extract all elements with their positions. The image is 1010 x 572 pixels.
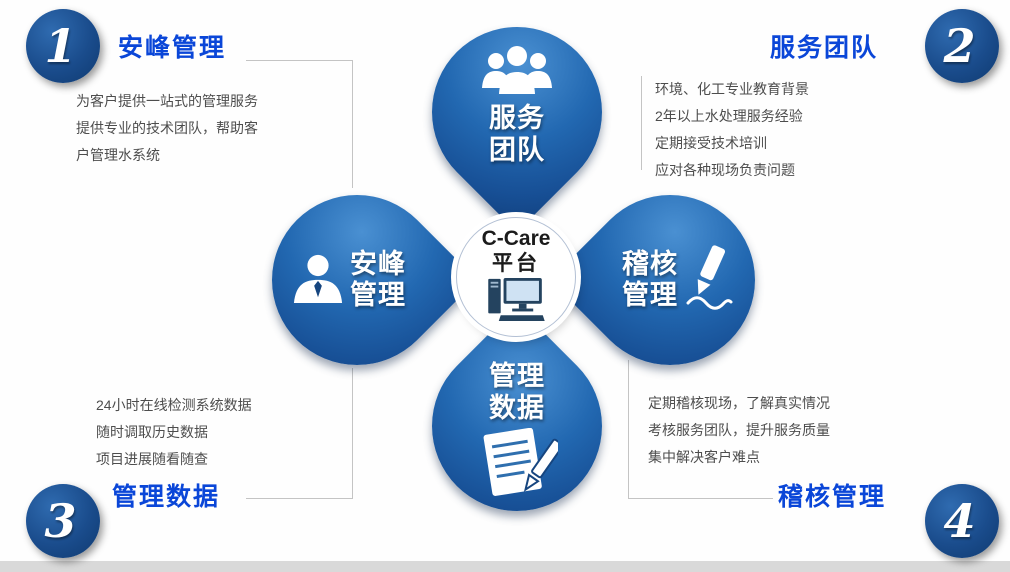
text-line: 为客户提供一站式的管理服务 — [76, 93, 258, 109]
text-line: 随时调取历史数据 — [96, 424, 208, 440]
pencil-icon — [684, 244, 734, 316]
number-badge-4: 4 — [925, 484, 999, 558]
section-text-service-team: 环境、化工专业教育背景 2年以上水处理服务经验 定期接受技术培训 应对各种现场负… — [655, 76, 809, 184]
badge-3-number: 3 — [44, 494, 77, 548]
petal-service-team-label-line1: 服务 — [489, 103, 545, 134]
connector-line-3-horizontal — [246, 498, 353, 499]
badge-4-number: 4 — [943, 494, 976, 548]
connector-line-4-vertical — [628, 360, 629, 499]
badge-2-number: 2 — [943, 19, 976, 73]
person-icon — [292, 250, 344, 311]
text-line: 定期接受技术培训 — [655, 135, 767, 151]
petal-audit-label-line2: 管理 — [622, 280, 678, 310]
computer-icon — [487, 277, 545, 326]
text-line: 提供专业的技术团队，帮助客 — [76, 120, 258, 136]
petal-data-label-line2: 数据 — [489, 392, 545, 423]
text-line: 应对各种现场负责问题 — [655, 162, 795, 178]
text-line: 定期稽核现场，了解真实情况 — [648, 395, 830, 411]
hub-subtitle: 平台 — [492, 252, 540, 276]
petal-audit-management: 稽核 管理 — [549, 159, 791, 401]
petal-service-team-label-line2: 团队 — [489, 134, 545, 165]
petal-audit-label-line1: 稽核 — [622, 248, 678, 279]
section-title-management-data: 管理数据 — [112, 483, 221, 511]
petal-service-team: 服务 团队 — [396, 0, 638, 233]
text-line: 集中解决客户难点 — [648, 449, 760, 465]
petal-anfeng-management: 安峰 管理 — [236, 159, 478, 401]
text-line: 24小时在线检测系统数据 — [96, 397, 252, 413]
section-title-service-team: 服务团队 — [770, 34, 879, 62]
petal-anfeng-label-line2: 管理 — [350, 280, 406, 310]
number-badge-3: 3 — [26, 484, 100, 558]
petal-management-data: 管理 数据 — [396, 305, 638, 547]
text-line: 考核服务团队，提升服务质量 — [648, 422, 830, 438]
petal-data-label-line1: 管理 — [489, 361, 545, 392]
connector-line-1-horizontal — [246, 60, 353, 61]
document-pencil-icon — [476, 427, 564, 505]
center-platform-hub: C-Care 平台 — [456, 217, 576, 337]
badge-1-number: 1 — [44, 19, 77, 73]
number-badge-2: 2 — [925, 9, 999, 83]
footer-divider-bar — [0, 561, 1010, 572]
number-badge-1: 1 — [26, 9, 100, 83]
section-title-anfeng-management: 安峰管理 — [118, 34, 227, 62]
petal-anfeng-label-line1: 安峰 — [350, 248, 406, 279]
connector-line-2-vertical — [641, 76, 642, 170]
text-line: 户管理水系统 — [76, 147, 160, 163]
connector-line-3-vertical — [352, 368, 353, 499]
connector-line-4-horizontal — [628, 498, 773, 499]
text-line: 项目进展随看随查 — [96, 451, 208, 467]
connector-line-1-vertical — [352, 60, 353, 188]
section-text-anfeng-management: 为客户提供一站式的管理服务 提供专业的技术团队，帮助客 户管理水系统 — [76, 88, 258, 169]
text-line: 2年以上水处理服务经验 — [655, 108, 803, 124]
section-text-management-data: 24小时在线检测系统数据 随时调取历史数据 项目进展随看随查 — [96, 392, 252, 473]
team-icon — [477, 44, 557, 101]
section-text-audit-management: 定期稽核现场，了解真实情况 考核服务团队，提升服务质量 集中解决客户难点 — [648, 390, 830, 471]
hub-title: C-Care — [481, 227, 551, 250]
text-line: 环境、化工专业教育背景 — [655, 81, 809, 97]
section-title-audit-management: 稽核管理 — [778, 483, 887, 511]
